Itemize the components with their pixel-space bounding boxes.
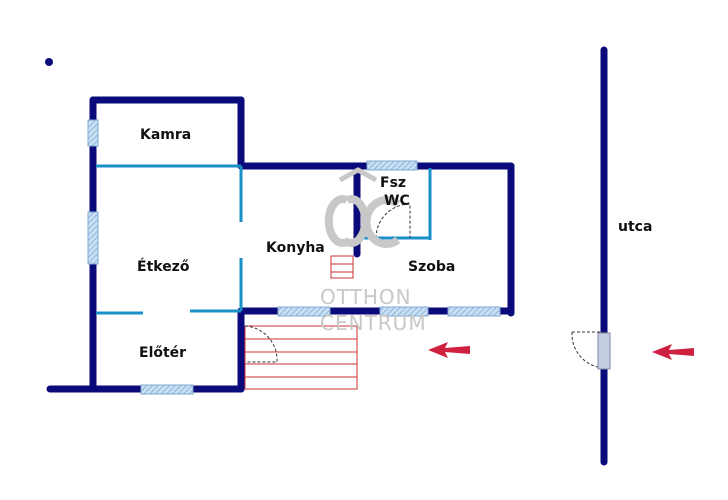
room-label-wc: WC — [384, 193, 410, 209]
room-label-etkezo: Étkező — [137, 258, 190, 275]
door-swings — [244, 203, 605, 369]
room-label-konyha: Konyha — [266, 240, 325, 256]
compass-dot-icon — [45, 58, 53, 66]
street-label-utca: utca — [618, 219, 652, 235]
street-entrance-arrow-icon — [652, 344, 694, 360]
room-label-szoba: Szoba — [408, 259, 455, 275]
watermark-line1: OTTHON — [320, 285, 412, 309]
room-label-kamra: Kamra — [140, 127, 191, 143]
watermark-logo — [324, 167, 401, 248]
watermark-line2: CENTRUM — [320, 311, 427, 335]
room-label-eloter: Előtér — [139, 345, 186, 361]
stairs — [244, 255, 358, 390]
street-door — [597, 332, 611, 370]
windows — [87, 119, 501, 395]
room-label-fsz: Fsz — [380, 175, 406, 191]
entrance-arrow-icon — [428, 342, 470, 358]
